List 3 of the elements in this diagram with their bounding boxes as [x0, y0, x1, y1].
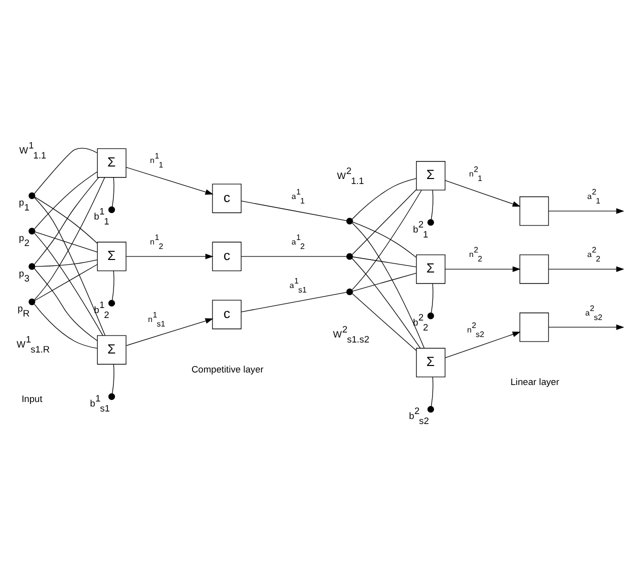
label: Linear layer: [510, 377, 560, 388]
label: Input: [22, 394, 42, 404]
label: Competitive layer: [191, 364, 264, 374]
